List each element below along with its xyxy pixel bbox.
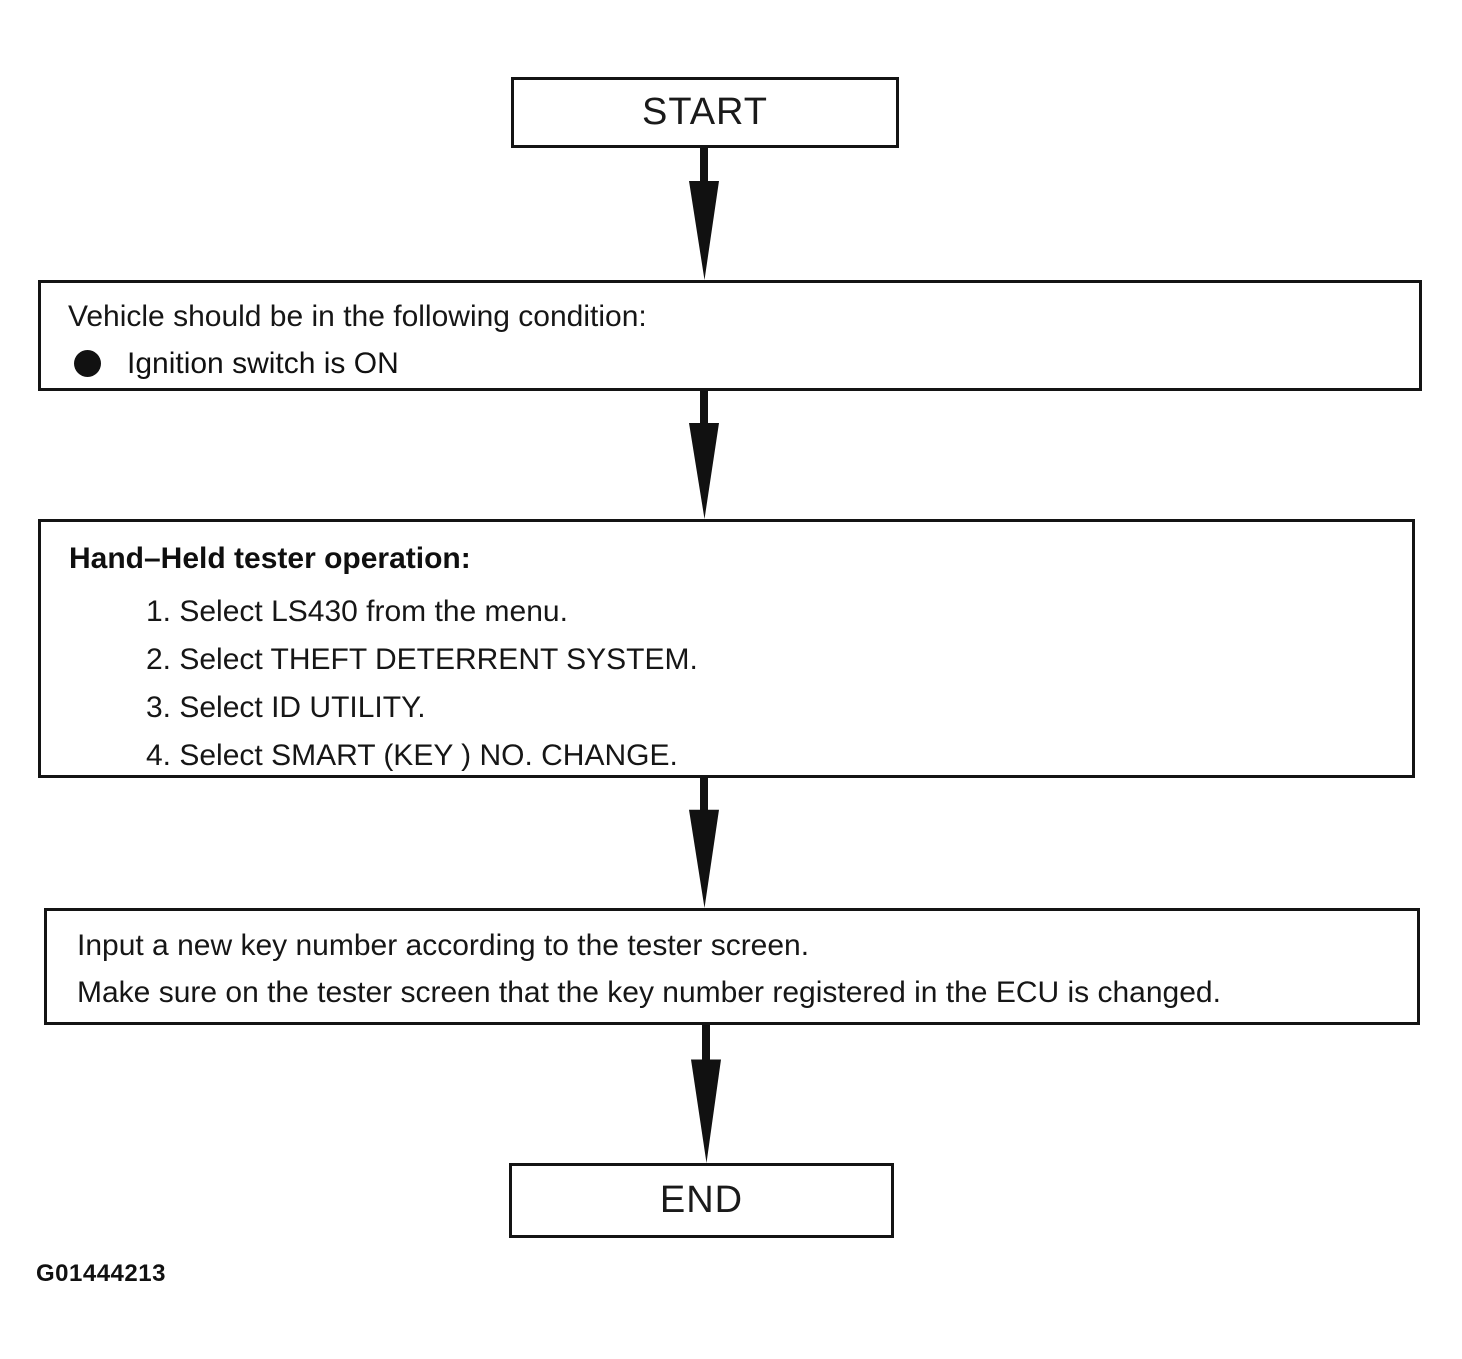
start-label: START (641, 91, 769, 133)
condition-text: Vehicle should be in the following condi… (68, 300, 647, 333)
process-box-input-key-number: Input a new key number according to the … (44, 908, 1420, 1025)
step-item: 1. Select LS430 from the menu. (146, 595, 568, 628)
flow-arrow-down-icon (689, 777, 719, 908)
flow-arrow-down-icon (689, 148, 719, 280)
step-item: 4. Select SMART (KEY ) NO. CHANGE. (146, 739, 678, 772)
start-node: START (511, 77, 899, 148)
bullet-icon (74, 350, 101, 377)
flow-arrow-down-icon (689, 391, 719, 519)
condition-bullet-item: Ignition switch is ON (68, 340, 1399, 387)
process-box-tester-operation: Hand–Held tester operation: 1. Select LS… (38, 519, 1415, 778)
tester-operation-steps: 1. Select LS430 from the menu. 2. Select… (146, 588, 1392, 780)
step-item: 2. Select THEFT DETERRENT SYSTEM. (146, 643, 698, 676)
flow-arrow-down-icon (691, 1025, 721, 1163)
end-node: END (509, 1163, 894, 1238)
process-box-vehicle-condition: Vehicle should be in the following condi… (38, 280, 1422, 391)
tester-operation-heading: Hand–Held tester operation: (69, 542, 471, 575)
step-item: 3. Select ID UTILITY. (146, 691, 426, 724)
figure-id-label: G01444213 (36, 1260, 166, 1287)
end-label: END (659, 1179, 744, 1221)
input-key-text-line: Make sure on the tester screen that the … (77, 976, 1221, 1009)
condition-bullet-text: Ignition switch is ON (127, 347, 399, 380)
input-key-text-line: Input a new key number according to the … (77, 929, 810, 962)
